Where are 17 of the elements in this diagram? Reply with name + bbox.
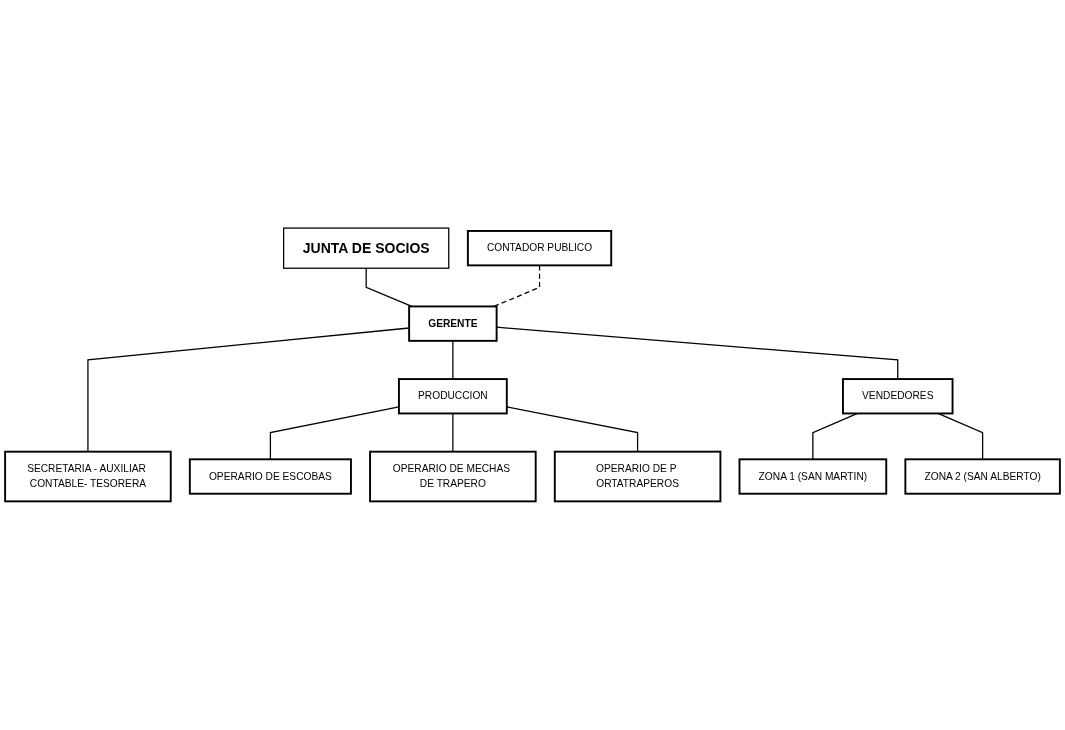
node-box: VENDEDORES	[842, 378, 954, 415]
connector	[812, 413, 859, 461]
node-box: GERENTE	[408, 305, 498, 343]
node-box: OPERARIO DE ESCOBAS	[188, 458, 352, 495]
connector	[452, 413, 454, 453]
connector	[937, 413, 984, 461]
node-box: SECRETARIA - AUXILIAR CONTABLE- TESORERA	[4, 451, 172, 503]
node-box: PRODUCCION	[397, 378, 508, 415]
connector	[506, 406, 639, 453]
node-box: OPERARIO DE P ORTATRAPEROS	[553, 451, 722, 503]
node-box: ZONA 1 (SAN MARTIN)	[738, 458, 888, 495]
connector	[452, 340, 454, 380]
node-box: ZONA 2 (SAN ALBERTO)	[904, 458, 1061, 495]
node-box: OPERARIO DE MECHAS DE TRAPERO	[369, 451, 537, 503]
node-box: CONTADOR PUBLICO	[466, 230, 613, 267]
node-box: JUNTA DE SOCIOS	[283, 227, 450, 270]
connector	[87, 327, 410, 453]
